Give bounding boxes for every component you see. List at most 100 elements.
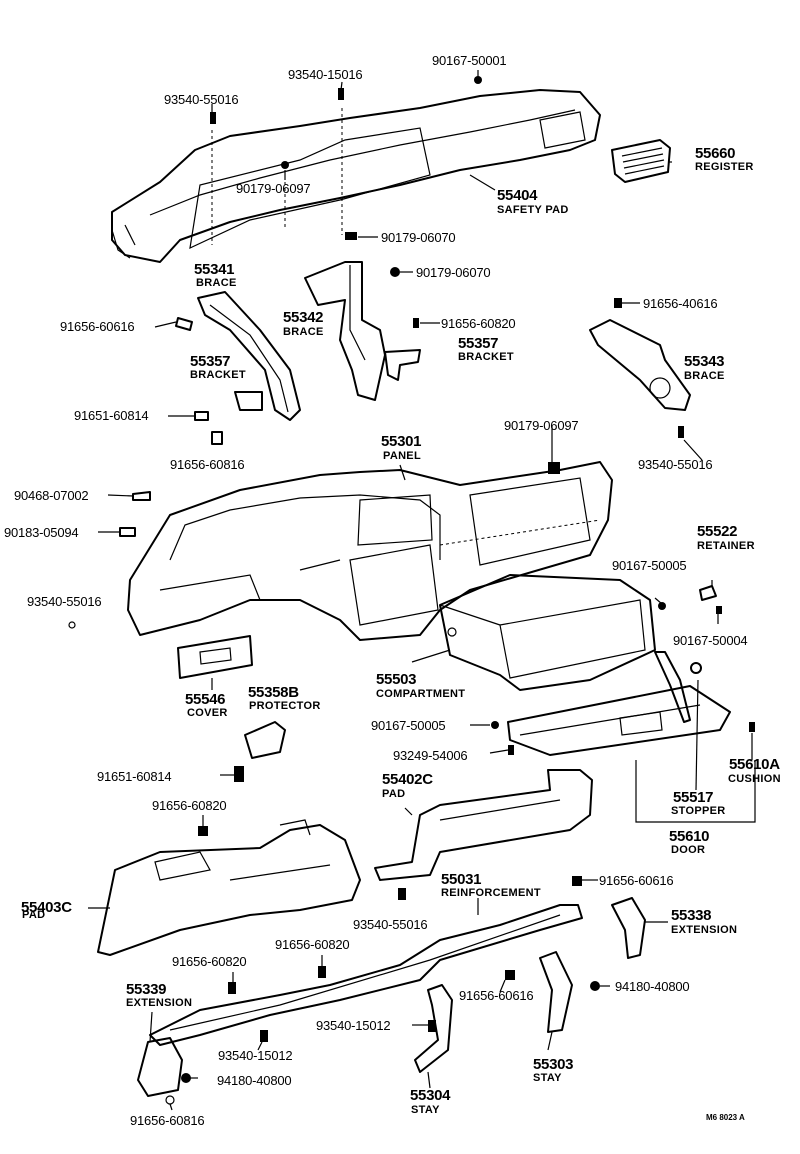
cover-55546-drawing — [177, 635, 253, 679]
callout-91656-40616: 91656-40616 — [643, 296, 718, 311]
callout-90179-06097-b: 90179-06097 — [504, 418, 579, 433]
callout-91656-60816-b: 91656-60816 — [130, 1113, 205, 1128]
callout-55342: 55342 — [283, 309, 324, 326]
callout-93540-15016: 93540-15016 — [288, 67, 363, 82]
drawing-code: M6 8023 A — [706, 1113, 745, 1122]
callout-55403c: 55403C — [21, 899, 72, 916]
callout-90179-06097-a: 90179-06097 — [236, 181, 311, 196]
screw-90167-50001-icon — [474, 76, 482, 84]
door-55610-drawing — [507, 685, 731, 756]
name-pad-55403c: PAD — [22, 909, 46, 921]
screw-93249-54006-icon — [508, 745, 514, 755]
callout-90167-50005-b: 90167-50005 — [371, 718, 446, 733]
reinforcement-55031-drawing — [149, 904, 583, 1046]
leader-lines — [88, 70, 753, 1111]
name-cover: COVER — [187, 707, 228, 719]
callout-94180-40800-b: 94180-40800 — [217, 1073, 292, 1088]
name-register: REGISTER — [695, 161, 754, 173]
callout-55301: 55301 — [381, 433, 422, 450]
brace-55342-drawing — [304, 261, 386, 401]
name-brace-55342: BRACE — [283, 326, 324, 338]
name-extension-55338: EXTENSION — [671, 924, 738, 936]
stopper-cap-icon — [690, 662, 702, 674]
screw-93540-15016-icon — [338, 88, 344, 100]
callout-93540-55016-d: 93540-55016 — [353, 917, 428, 932]
bracket-55357-right-drawing — [384, 349, 421, 381]
screw-91656-60620-icon — [198, 826, 208, 836]
name-door: DOOR — [671, 844, 706, 856]
cushion-55610a-icon — [749, 722, 755, 732]
name-bracket-55357-a: BRACKET — [190, 369, 246, 381]
callout-91651-60814-a: 91651-60814 — [74, 408, 149, 423]
screw-93540-15012-a-icon — [428, 1020, 436, 1032]
callout-55522: 55522 — [697, 523, 738, 540]
callout-55357-b: 55357 — [458, 335, 499, 352]
callout-55503: 55503 — [376, 671, 417, 688]
name-panel: PANEL — [383, 450, 421, 462]
screw-91656-60616-b-icon — [572, 876, 582, 886]
screw-91656-60816-icon — [211, 431, 223, 445]
extension-55338-drawing — [611, 897, 646, 959]
callout-55338: 55338 — [671, 907, 712, 924]
callout-94180-40800-a: 94180-40800 — [615, 979, 690, 994]
stopper-55517-drawing — [654, 651, 691, 723]
callout-91656-60616-a: 91656-60616 — [60, 319, 135, 334]
callout-90179-06070-b: 90179-06070 — [416, 265, 491, 280]
callout-91656-60616-b: 91656-60616 — [599, 873, 674, 888]
callout-90167-50001: 90167-50001 — [432, 53, 507, 68]
clip-90468-07002-icon — [132, 491, 151, 501]
nut-90179-06070b-icon — [390, 267, 400, 277]
callout-55660: 55660 — [695, 145, 736, 162]
name-cushion: CUSHION — [728, 773, 781, 785]
nut-90179-06070-icon — [345, 232, 357, 240]
callout-55610a: 55610A — [729, 756, 780, 773]
screw-91651-60814-icon — [194, 411, 209, 421]
callout-90468-07002: 90468-07002 — [14, 488, 89, 503]
callout-91656-60820-a: 91656-60820 — [441, 316, 516, 331]
screw-93540-55016-b-icon — [678, 426, 684, 438]
callout-91656-60820-b: 91656-60820 — [152, 798, 227, 813]
callout-91656-60816-a: 91656-60816 — [170, 457, 245, 472]
callout-55339: 55339 — [126, 981, 167, 998]
retainer-55522-drawing — [699, 585, 717, 601]
callout-55402c: 55402C — [382, 771, 433, 788]
clip-90183-05094-icon — [119, 527, 136, 537]
screw-93540-55016-d-icon — [398, 888, 406, 900]
callout-55343: 55343 — [684, 353, 725, 370]
name-bracket-55357-b: BRACKET — [458, 351, 514, 363]
brace-55341-drawing — [197, 291, 301, 421]
name-safety-pad: SAFETY PAD — [497, 204, 569, 216]
pad-55402c-drawing — [374, 769, 593, 881]
screw-91656-60816-b-icon — [165, 1095, 175, 1105]
callout-55341: 55341 — [194, 261, 235, 278]
name-extension-55339: EXTENSION — [126, 997, 193, 1009]
stay-55304-drawing — [414, 984, 453, 1073]
screw-90167-50005-icon — [658, 602, 666, 610]
nut-90179-06097-icon — [281, 161, 289, 169]
name-stay-55304: STAY — [411, 1104, 440, 1116]
screw-91656-40616-icon — [614, 298, 622, 308]
callout-90179-06070-a: 90179-06070 — [381, 230, 456, 245]
screw-93540-55016-icon — [210, 112, 216, 124]
bracket-55357-left-drawing — [234, 391, 263, 411]
screw-91656-60820-c-icon — [318, 966, 326, 978]
callout-55546: 55546 — [185, 691, 226, 708]
register-drawing — [611, 139, 671, 183]
screw-91656-60820-d-icon — [228, 982, 236, 994]
callout-90167-50005-a: 90167-50005 — [612, 558, 687, 573]
callout-91651-60814-b: 91651-60814 — [97, 769, 172, 784]
callout-91656-60616-c: 91656-60616 — [459, 988, 534, 1003]
screw-93540-55016-c-icon — [68, 621, 76, 629]
compartment-55503-drawing — [439, 574, 656, 691]
callout-93540-15012-a: 93540-15012 — [316, 1018, 391, 1033]
callout-91656-60820-c: 91656-60820 — [275, 937, 350, 952]
callout-55610: 55610 — [669, 828, 710, 845]
extension-55339-drawing — [137, 1037, 183, 1097]
callout-55031: 55031 — [441, 871, 482, 888]
name-protector: PROTECTOR — [249, 700, 321, 712]
callout-93249-54006: 93249-54006 — [393, 748, 468, 763]
screw-93540-15012-b-icon — [260, 1030, 268, 1042]
callout-55303: 55303 — [533, 1056, 574, 1073]
